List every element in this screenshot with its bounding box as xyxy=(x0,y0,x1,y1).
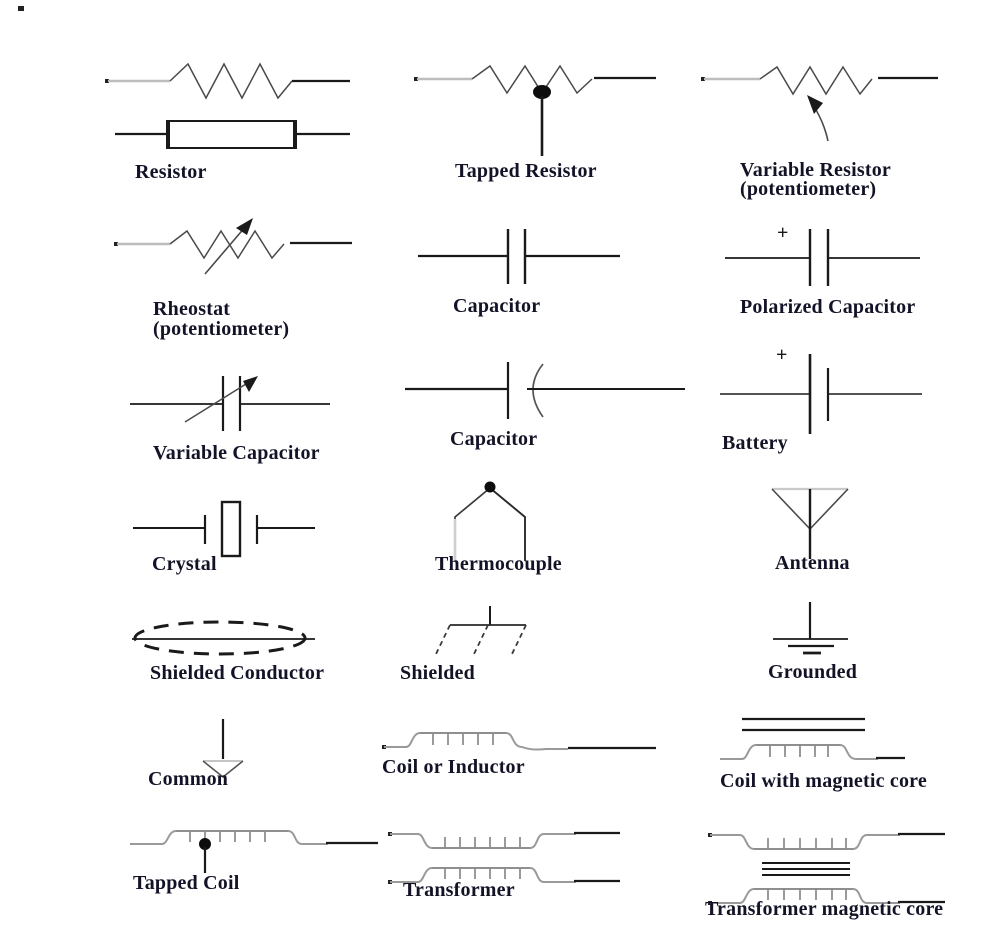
grounded-icon xyxy=(773,602,848,655)
symbol-grounded: Grounded xyxy=(700,599,930,691)
transformer-label: Transformer xyxy=(403,879,515,901)
polarity-plus-mark: + xyxy=(776,344,788,366)
symbol-shielded-conductor: Shielded Conductor xyxy=(100,601,380,691)
variable-capacitor-icon xyxy=(130,376,330,431)
transformer-magnetic-core-icon xyxy=(708,832,945,905)
symbol-thermocouple: Thermocouple xyxy=(410,471,630,576)
thermocouple-icon xyxy=(453,481,526,561)
symbol-transformer: Transformer xyxy=(380,814,670,914)
symbol-capacitor-curved: Capacitor xyxy=(400,349,690,454)
symbol-variable-capacitor: Variable Capacitor xyxy=(100,356,360,466)
rheostat-sublabel: (potentiometer) xyxy=(153,318,290,340)
symbol-variable-resistor: Variable Resistor (potentiometer) xyxy=(690,46,970,200)
shielded-conductor-icon xyxy=(132,620,315,656)
resistor-icon xyxy=(105,62,350,149)
thermocouple-label: Thermocouple xyxy=(435,553,562,575)
variable-resistor-sublabel: (potentiometer) xyxy=(740,178,877,200)
transformer-icon xyxy=(388,831,620,884)
antenna-icon xyxy=(771,487,849,559)
tapped-coil-icon xyxy=(130,830,378,873)
coil-with-magnetic-core-icon xyxy=(720,717,905,760)
variable-capacitor-label: Variable Capacitor xyxy=(153,442,320,464)
tapped-resistor-label: Tapped Resistor xyxy=(455,160,597,182)
tapped-coil-label: Tapped Coil xyxy=(133,872,240,894)
symbol-capacitor: Capacitor xyxy=(410,216,630,321)
polarized-capacitor-label: Polarized Capacitor xyxy=(740,296,916,318)
symbol-battery: + Battery xyxy=(700,344,945,456)
symbol-resistor: Resistor xyxy=(100,54,355,189)
coil-magnetic-core-label: Coil with magnetic core xyxy=(720,770,927,792)
resistor-label: Resistor xyxy=(135,161,207,183)
symbol-tapped-resistor: Tapped Resistor xyxy=(400,46,660,181)
coil-or-inductor-label: Coil or Inductor xyxy=(382,756,525,778)
transformer-magnetic-core-label: Transformer magnetic core xyxy=(705,898,944,920)
polarity-plus-mark: + xyxy=(777,222,789,244)
capacitor-icon xyxy=(418,229,620,284)
variable-resistor-label: Variable Resistor xyxy=(740,159,891,181)
battery-icon xyxy=(720,354,922,434)
crystal-label: Crystal xyxy=(152,553,217,575)
symbol-crystal: Crystal xyxy=(100,478,355,575)
shielded-conductor-label: Shielded Conductor xyxy=(150,662,325,684)
capacitor-label: Capacitor xyxy=(453,295,541,317)
capacitor-curved-label: Capacitor xyxy=(450,428,538,450)
common-label: Common xyxy=(148,768,229,790)
rheostat-icon xyxy=(114,218,352,275)
symbol-shielded: Shielded xyxy=(400,601,630,691)
polarized-capacitor-icon xyxy=(725,229,920,286)
symbol-coil-or-inductor: Coil or Inductor xyxy=(378,709,663,791)
symbol-coil-magnetic-core: Coil with magnetic core xyxy=(690,699,990,794)
symbol-common: Common xyxy=(100,709,330,801)
common-icon xyxy=(202,719,244,779)
crystal-icon xyxy=(133,500,315,558)
rheostat-label: Rheostat xyxy=(153,298,231,320)
symbol-antenna: Antenna xyxy=(700,471,930,576)
variable-resistor-icon xyxy=(701,65,938,142)
scan-artifact-dot xyxy=(18,6,24,11)
grounded-label: Grounded xyxy=(768,661,858,683)
coil-or-inductor-icon xyxy=(382,732,656,751)
shielded-icon xyxy=(435,606,527,655)
antenna-label: Antenna xyxy=(775,552,850,574)
symbol-transformer-magnetic-core: Transformer magnetic core xyxy=(698,811,998,926)
symbol-rheostat: Rheostat (potentiometer) xyxy=(100,211,360,361)
symbol-tapped-coil: Tapped Coil xyxy=(100,811,385,916)
capacitor-curved-icon xyxy=(405,362,685,419)
tapped-resistor-icon xyxy=(414,64,656,156)
symbol-polarized-capacitor: + Polarized Capacitor xyxy=(705,216,940,321)
shielded-label: Shielded xyxy=(400,662,475,684)
battery-label: Battery xyxy=(722,432,788,454)
